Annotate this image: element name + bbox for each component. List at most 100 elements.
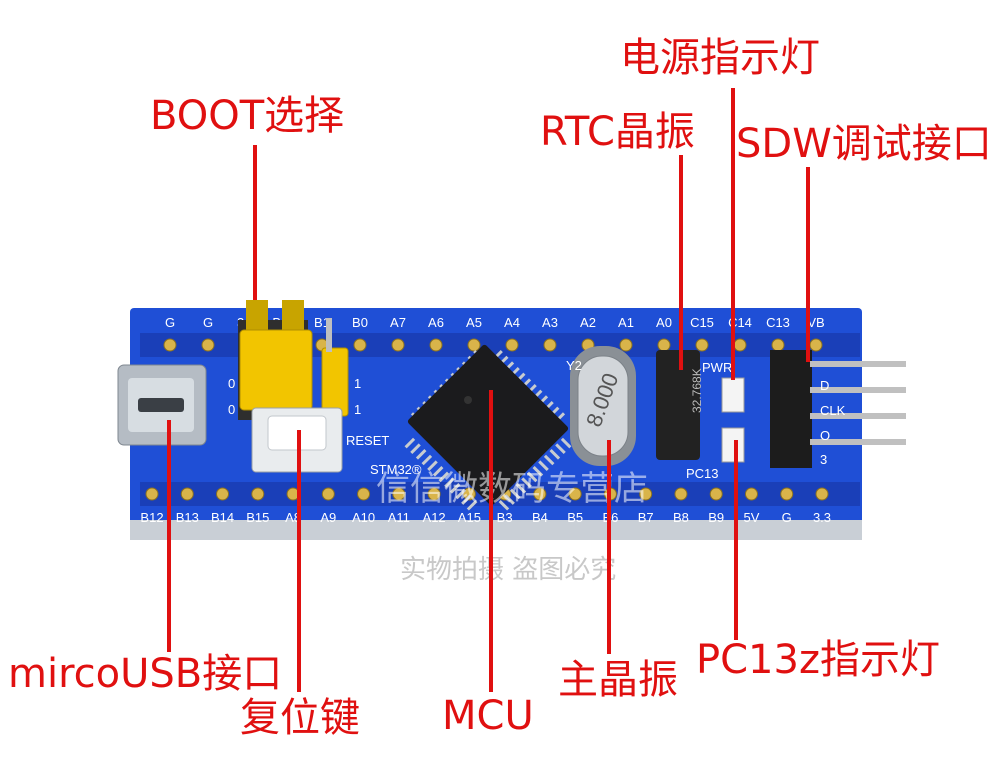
header-hole — [639, 487, 653, 501]
usb-leader — [167, 420, 171, 652]
pin-label: G — [782, 510, 792, 525]
header-hole — [619, 338, 633, 352]
mcu-pin — [498, 499, 510, 511]
y2-silk: Y2 — [566, 358, 582, 373]
mcu-pin — [509, 488, 521, 500]
pin-label: B15 — [246, 510, 269, 525]
pin-label: B14 — [211, 510, 234, 525]
header-hole — [391, 338, 405, 352]
pin-label: A6 — [428, 315, 444, 330]
swd-header — [770, 350, 906, 468]
usb-callout: mircoUSB接口 — [8, 651, 283, 697]
header-hole — [353, 338, 367, 352]
mcu-pin — [444, 477, 455, 488]
pin-label: B0 — [352, 315, 368, 330]
header-hole — [744, 487, 758, 501]
swd-silk-o: O — [820, 428, 830, 443]
pin-label: B3 — [497, 510, 513, 525]
mcu-pin — [449, 482, 461, 494]
swd-silk-3: 3 — [820, 452, 827, 467]
sdw-leader — [806, 167, 810, 362]
mcu-pin — [555, 443, 566, 454]
header-hole — [427, 487, 441, 501]
header-hole — [180, 487, 194, 501]
crystal-leader — [607, 440, 611, 654]
pin-label: G — [165, 315, 175, 330]
rtc-silk: 32.768K — [690, 368, 704, 413]
header-hole — [462, 487, 476, 501]
power-led — [721, 377, 745, 413]
mcu-callout: MCU — [442, 693, 534, 739]
pin-label: A11 — [388, 510, 410, 525]
swd-silk-clk: CLK — [820, 403, 846, 418]
power-led-callout: 电源指示灯 — [620, 35, 820, 81]
header-hole — [695, 338, 709, 352]
reset-silk: RESET — [346, 433, 389, 448]
pin-label: C13 — [766, 315, 790, 330]
boot-silk-1b: 1 — [354, 402, 361, 417]
mcu-pin — [532, 466, 544, 477]
mcu-pin — [560, 437, 572, 449]
mcu-pin — [432, 466, 444, 477]
pin-label: A10 — [352, 510, 375, 525]
mcu-pin — [543, 454, 555, 466]
pin-label: A1 — [618, 315, 634, 330]
watermark-line2: 实物拍摄 盗图必究 — [400, 555, 616, 585]
mcu-pin — [421, 454, 433, 466]
header-hole — [809, 338, 823, 352]
pin-label: A2 — [580, 315, 596, 330]
header-hole — [771, 338, 785, 352]
micro-usb-connector — [117, 364, 207, 446]
boot-silk-0b: 0 — [228, 402, 235, 417]
pin-label: VB — [807, 315, 824, 330]
boot-silk-0a: 0 — [228, 376, 235, 391]
header-hole — [733, 338, 747, 352]
pcb-edge — [130, 520, 862, 540]
header-hole — [321, 487, 335, 501]
reset-leader — [297, 430, 301, 692]
top-pin-labels: GG3.3B10B1B0A7A6A5A4A3A2A1A0C15C14C13VB — [165, 315, 825, 330]
pin-label: B7 — [638, 510, 654, 525]
mcu-pin — [515, 482, 527, 494]
pin-label: 5V — [744, 510, 760, 525]
pc13-silk: PC13 — [686, 466, 719, 481]
mcu-pin — [538, 460, 549, 471]
header-hole — [780, 487, 794, 501]
header-hole — [163, 338, 177, 352]
header-hole — [543, 338, 557, 352]
pc13-led — [721, 427, 745, 463]
crystal-callout: 主晶振 — [558, 657, 678, 703]
pin-label: B9 — [708, 510, 724, 525]
pin-label: A9 — [320, 510, 336, 525]
mcu-pin — [455, 488, 467, 500]
header-hole — [201, 338, 215, 352]
swd-silk-d: D — [820, 378, 829, 393]
boot-callout: BOOT选择 — [150, 93, 345, 139]
rtc-callout: RTC晶振 — [540, 109, 695, 155]
boot-silk-1a: 1 — [354, 376, 361, 391]
pin-label: A12 — [423, 510, 446, 525]
mcu-pin — [549, 449, 561, 460]
pin-label: A4 — [504, 315, 520, 330]
pin-label: C15 — [690, 315, 714, 330]
header-hole — [709, 487, 723, 501]
pin-label: B13 — [176, 510, 199, 525]
header-hole — [505, 338, 519, 352]
pin-label: A7 — [390, 315, 406, 330]
pin-label: B5 — [567, 510, 583, 525]
mcu-pin — [404, 437, 416, 449]
pin-label: G — [203, 315, 213, 330]
pin-label: A15 — [458, 510, 481, 525]
bottom-pin-labels: B12B13B14B15A8A9A10A11A12A15B3B4B5B6B7B8… — [140, 510, 831, 525]
pin-label: A5 — [466, 315, 482, 330]
watermark-line1: 信信微数码专营店 — [376, 469, 648, 509]
mcu-pin — [521, 477, 532, 488]
rtc-crystal — [656, 350, 700, 460]
rtc-leader — [679, 155, 683, 370]
header-hole — [657, 338, 671, 352]
mcu-pin — [415, 449, 427, 460]
pwr-silk: PWR — [702, 360, 732, 375]
mcu-leader — [489, 390, 493, 692]
mcu-pin — [466, 499, 478, 511]
mcu-pin — [526, 471, 538, 483]
